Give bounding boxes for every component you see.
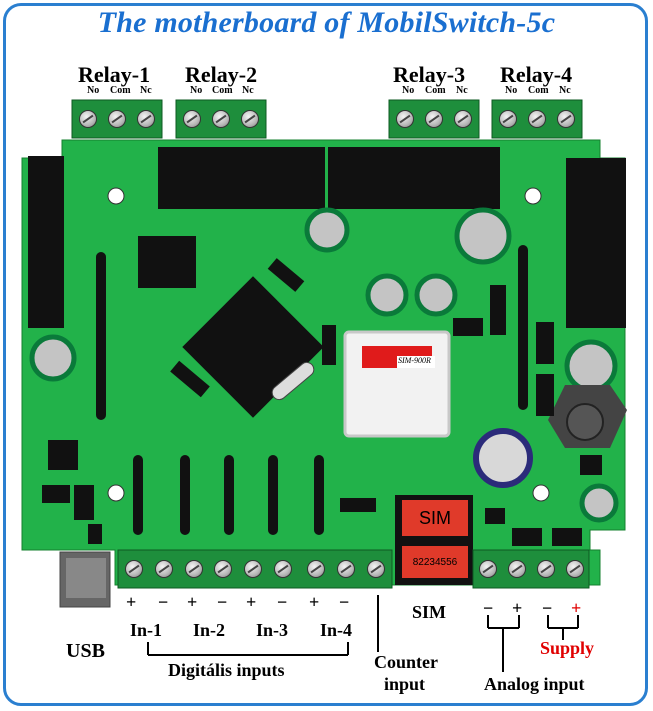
relay-3-title: Relay-3	[393, 62, 466, 87]
relay-4-no-label: No	[505, 85, 518, 96]
relay-4-no-screw	[499, 110, 517, 128]
in-1-plus-sign: +	[126, 592, 137, 612]
digital-inputs-label: Digitális inputs	[168, 660, 285, 680]
relay-1-title: Relay-1	[78, 62, 151, 87]
relay-3-com-screw	[425, 110, 443, 128]
supply-label: Supply	[540, 638, 595, 658]
in-3-minus-screw	[274, 560, 292, 578]
counter-input-label-line2: input	[384, 674, 426, 694]
sim-card-label: SIM	[418, 508, 451, 528]
relay-3-nc-screw	[454, 110, 472, 128]
relay-2-no-label: No	[190, 85, 203, 96]
supply-plus-screw	[566, 560, 584, 578]
in-2-minus-screw	[214, 560, 232, 578]
relay-3-nc-label: Nc	[456, 85, 468, 96]
in-2-plus-sign: +	[187, 592, 198, 612]
in-4-plus-sign: +	[309, 592, 320, 612]
relay-4-com-label: Com	[528, 85, 549, 96]
analog-minus-sign: −	[483, 598, 494, 618]
relay-1-com-screw	[108, 110, 126, 128]
supply-minus-sign: −	[542, 598, 553, 618]
in-2-minus-sign: −	[217, 592, 228, 612]
relay-1-no-label: No	[87, 85, 100, 96]
in-3-label: In-3	[256, 620, 289, 640]
in-1-label: In-1	[130, 620, 163, 640]
supply-plus-sign: +	[571, 598, 582, 618]
relay-1-nc-screw	[137, 110, 155, 128]
relay-3-no-label: No	[402, 85, 415, 96]
supply-minus-screw	[537, 560, 555, 578]
analog-plus-sign: +	[512, 598, 523, 618]
in-3-plus-screw	[244, 560, 262, 578]
counter-input-label-line1: Counter	[374, 652, 438, 672]
analog-minus-screw	[479, 560, 497, 578]
in-4-minus-sign: −	[339, 592, 350, 612]
relay-1-com-label: Com	[110, 85, 131, 96]
relay-4-com-screw	[528, 110, 546, 128]
relay-2-title: Relay-2	[185, 62, 258, 87]
in-1-minus-screw	[155, 560, 173, 578]
relay-4-title: Relay-4	[500, 62, 573, 87]
analog-plus-screw	[508, 560, 526, 578]
in-3-minus-sign: −	[277, 592, 288, 612]
relay-2-com-label: Com	[212, 85, 233, 96]
in-3-plus-sign: +	[246, 592, 257, 612]
counter-input-screw	[367, 560, 385, 578]
relay-2-no-screw	[183, 110, 201, 128]
in-4-minus-screw	[337, 560, 355, 578]
relay-1-no-screw	[79, 110, 97, 128]
page-title: The motherboard of MobilSwitch-5c	[97, 6, 556, 39]
in-1-plus-screw	[125, 560, 143, 578]
relay-2-nc-label: Nc	[242, 85, 254, 96]
in-4-plus-screw	[307, 560, 325, 578]
analog-input-label: Analog input	[484, 674, 585, 694]
relay-4-nc-label: Nc	[559, 85, 571, 96]
sim-card-number: 82234556	[412, 557, 458, 568]
relay-4-nc-screw	[557, 110, 575, 128]
relay-3-no-screw	[396, 110, 414, 128]
relay-2-com-screw	[212, 110, 230, 128]
in-1-minus-sign: −	[158, 592, 169, 612]
sim-module-label: SIM-900R	[398, 356, 431, 365]
relay-2-nc-screw	[241, 110, 259, 128]
usb-label: USB	[66, 640, 105, 662]
sim-label: SIM	[412, 602, 447, 622]
relay-1-nc-label: Nc	[140, 85, 152, 96]
relay-3-com-label: Com	[425, 85, 446, 96]
in-4-label: In-4	[320, 620, 353, 640]
page-frame	[3, 3, 648, 706]
in-2-plus-screw	[185, 560, 203, 578]
in-2-label: In-2	[193, 620, 226, 640]
